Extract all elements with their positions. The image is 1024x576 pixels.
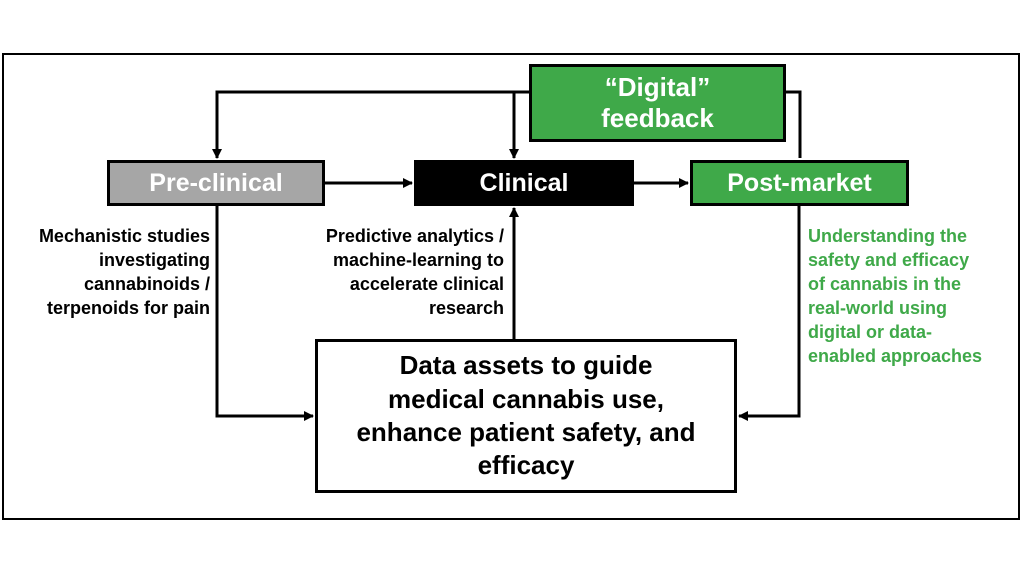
clinical-box: Clinical bbox=[414, 160, 634, 206]
feedback-line-right bbox=[786, 90, 802, 158]
clinical-label: Clinical bbox=[479, 169, 569, 197]
data-assets-box: Data assets to guide medical cannabis us… bbox=[315, 339, 737, 493]
clinical-description: Predictive analytics / machine-learning … bbox=[325, 226, 504, 318]
postmarket-label: Post-market bbox=[727, 169, 872, 197]
postmarket-to-data-arrow bbox=[738, 206, 801, 421]
postmarket-box: Post-market bbox=[690, 160, 909, 206]
preclinical-box: Pre-clinical bbox=[107, 160, 325, 206]
digital-feedback-label: “Digital” feedback bbox=[601, 71, 714, 133]
diagram-frame bbox=[2, 53, 1020, 520]
feedback-line-left bbox=[212, 90, 529, 159]
preclinical-description: Mechanistic studies investigating cannab… bbox=[38, 226, 210, 318]
postmarket-description: Understanding the safety and efficacy of… bbox=[808, 226, 983, 366]
preclinical-label: Pre-clinical bbox=[149, 169, 283, 197]
preclinical-to-data-arrow bbox=[215, 206, 314, 421]
digital-feedback-box: “Digital” feedback bbox=[529, 64, 786, 142]
data-assets-label: Data assets to guide medical cannabis us… bbox=[356, 350, 696, 481]
